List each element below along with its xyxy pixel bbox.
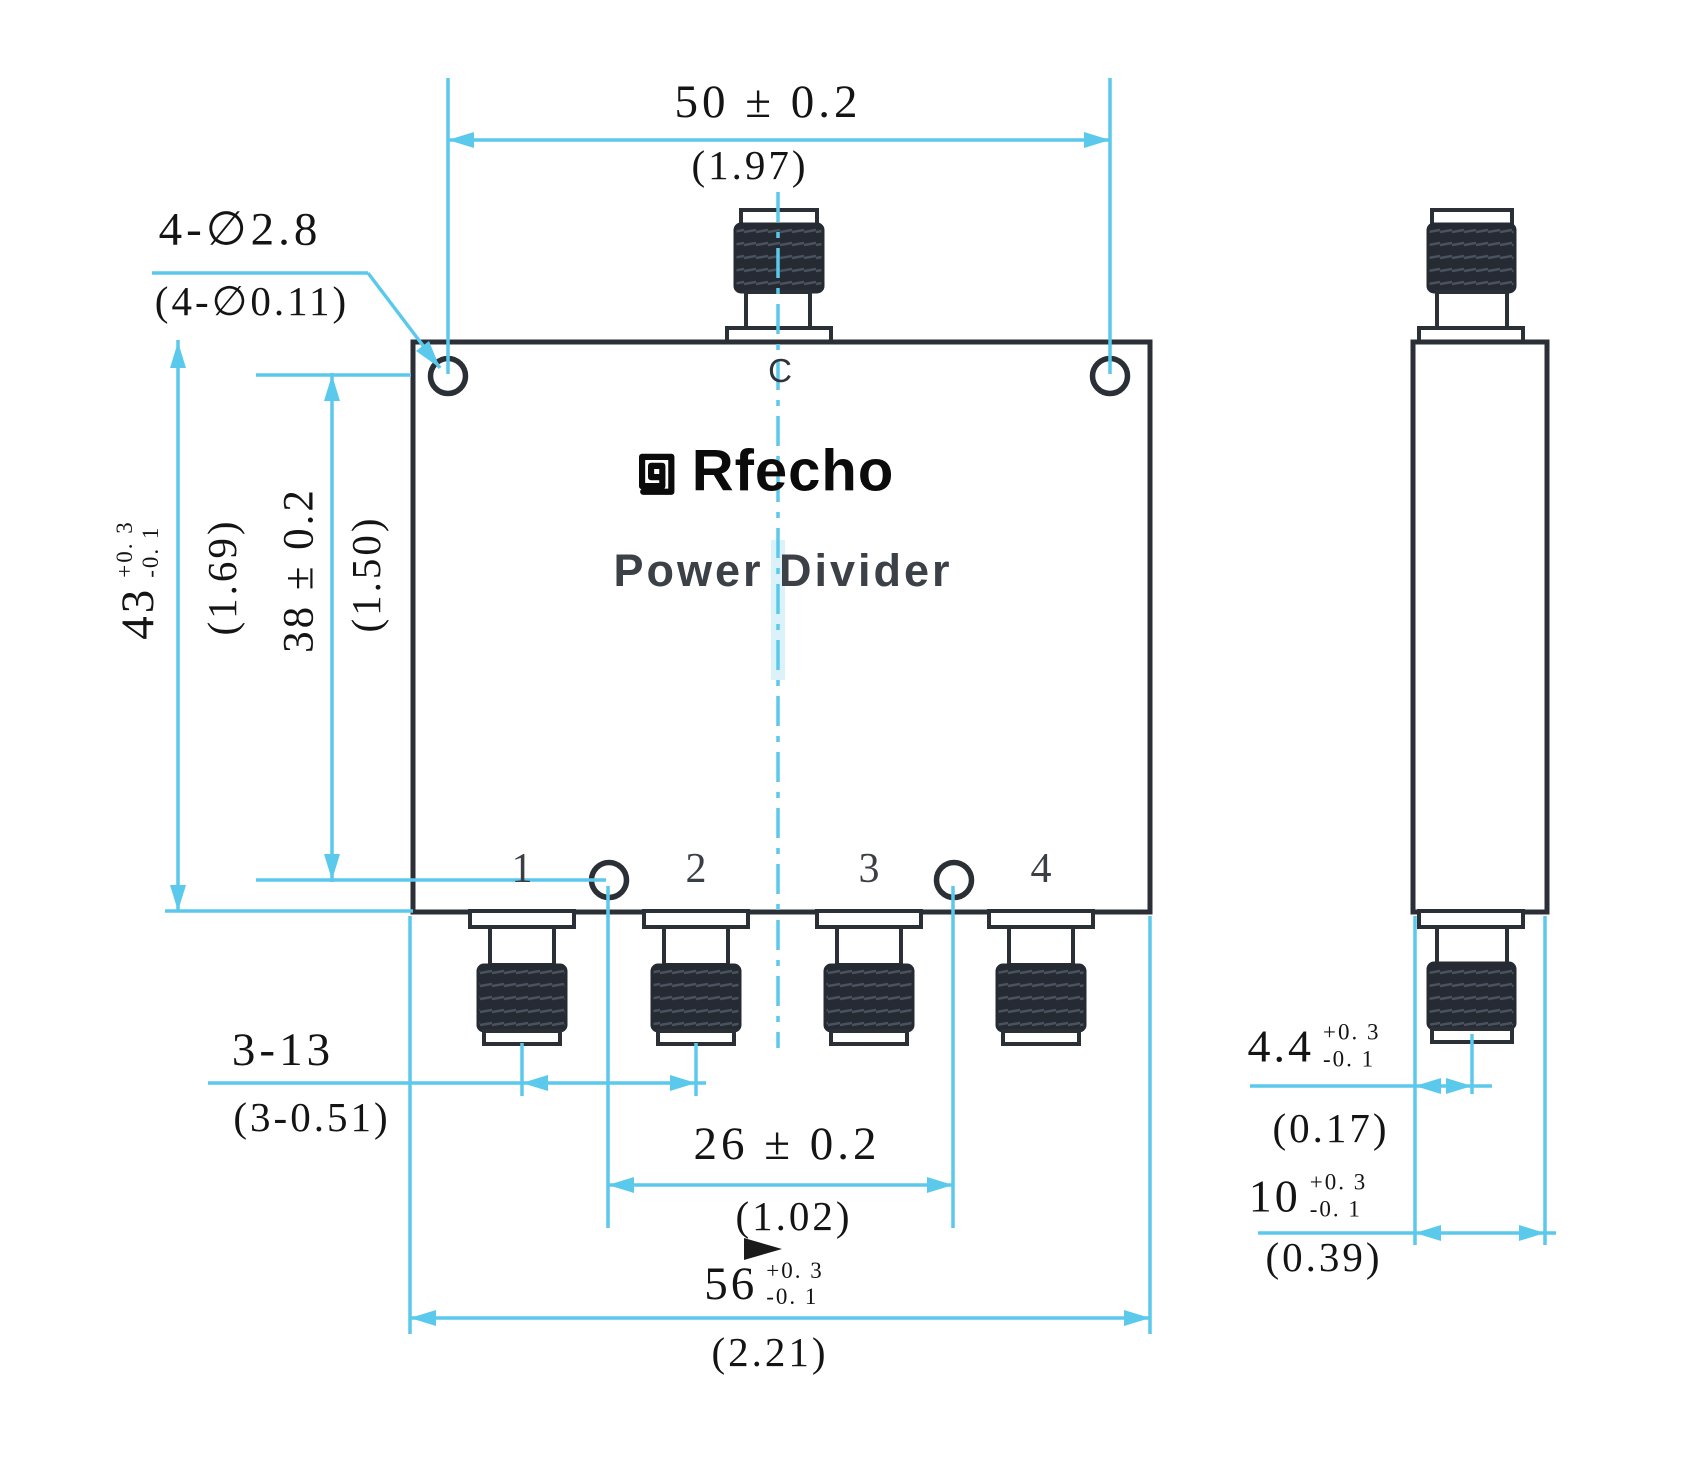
tolerance-minus: -0. 1 xyxy=(766,1284,819,1309)
dim-connector-offset-tolerance: +0. 3 -0. 1 xyxy=(1323,1020,1380,1073)
dim-overall-width-mm: 56 +0. 3 -0. 1 xyxy=(704,1257,823,1311)
center-port-label: C xyxy=(768,352,792,389)
dim-bottom-hole-span-mm: 26 ± 0.2 xyxy=(693,1118,881,1170)
dim-connector-offset-value: 4.4 xyxy=(1247,1020,1315,1072)
dim-top-width-mm: 50 ± 0.2 xyxy=(674,76,862,128)
dim-top-width-inch: (1.97) xyxy=(691,142,809,188)
dim-bottom-hole-span-inch: (1.02) xyxy=(735,1193,853,1239)
dim-mount-holes-inch: (4-∅0.11) xyxy=(154,278,350,324)
rfecho-logo-icon xyxy=(638,453,675,495)
port-label-1: 1 xyxy=(511,846,533,892)
dim-body-depth-inch: (0.39) xyxy=(1265,1234,1383,1280)
dim-overall-height-tolerance: +0. 3 -0. 1 xyxy=(112,520,165,577)
dimension-lines xyxy=(152,78,1556,1334)
dim-overall-width-value: 56 xyxy=(704,1258,758,1310)
dim-port-pitch-inch: (3-0.51) xyxy=(233,1094,391,1140)
dimension-arrows xyxy=(170,132,1545,1326)
dim-hole-row-span-inch: (1.50) xyxy=(343,515,389,633)
dim-overall-height-inch: (1.69) xyxy=(199,518,245,636)
side-view xyxy=(1410,208,1550,1044)
output-connector-3 xyxy=(815,909,923,1046)
tolerance-minus: -0. 1 xyxy=(138,525,163,578)
output-connector-4 xyxy=(987,909,1095,1046)
tolerance-minus: -0. 1 xyxy=(1323,1046,1376,1071)
side-body-outline xyxy=(1410,339,1550,915)
dim-overall-height-value: 43 xyxy=(112,586,164,640)
output-connector-2 xyxy=(642,909,750,1046)
dim-hole-row-span-mm: 38 ± 0.2 xyxy=(275,487,323,653)
dim-overall-width-inch: (2.21) xyxy=(711,1329,829,1375)
dim-mount-holes-mm: 4-∅2.8 xyxy=(158,203,322,256)
port-label-3: 3 xyxy=(858,846,880,892)
port-label-2: 2 xyxy=(685,846,707,892)
dim-overall-height-mm: 43 +0. 3 -0. 1 xyxy=(111,520,165,639)
tolerance-plus: +0. 3 xyxy=(111,520,137,578)
side-top-connector xyxy=(1417,208,1525,346)
dim-connector-offset-inch: (0.17) xyxy=(1272,1105,1390,1151)
tolerance-plus: +0. 3 xyxy=(766,1257,824,1283)
dim-body-depth-mm: 10 +0. 3 -0. 1 xyxy=(1249,1170,1367,1223)
brand-logo: Rfecho xyxy=(630,438,895,505)
dim-connector-offset-mm: 4.4 +0. 3 -0. 1 xyxy=(1248,1020,1381,1073)
port-label-4: 4 xyxy=(1030,846,1052,892)
brand-name: Rfecho xyxy=(691,438,895,504)
tolerance-plus: +0. 3 xyxy=(1323,1019,1381,1045)
section-marker-icon xyxy=(744,1238,782,1260)
tolerance-plus: +0. 3 xyxy=(1309,1169,1368,1195)
side-bottom-connector xyxy=(1417,909,1525,1044)
dim-overall-width-tolerance: +0. 3 -0. 1 xyxy=(766,1258,823,1311)
tolerance-minus: -0. 1 xyxy=(1309,1196,1362,1221)
dim-port-pitch-mm: 3-13 xyxy=(231,1024,335,1076)
product-title: Power Divider xyxy=(613,545,953,596)
dim-body-depth-tolerance: +0. 3 -0. 1 xyxy=(1310,1170,1367,1223)
output-connector-1 xyxy=(468,909,576,1046)
dim-body-depth-value: 10 xyxy=(1248,1170,1301,1222)
